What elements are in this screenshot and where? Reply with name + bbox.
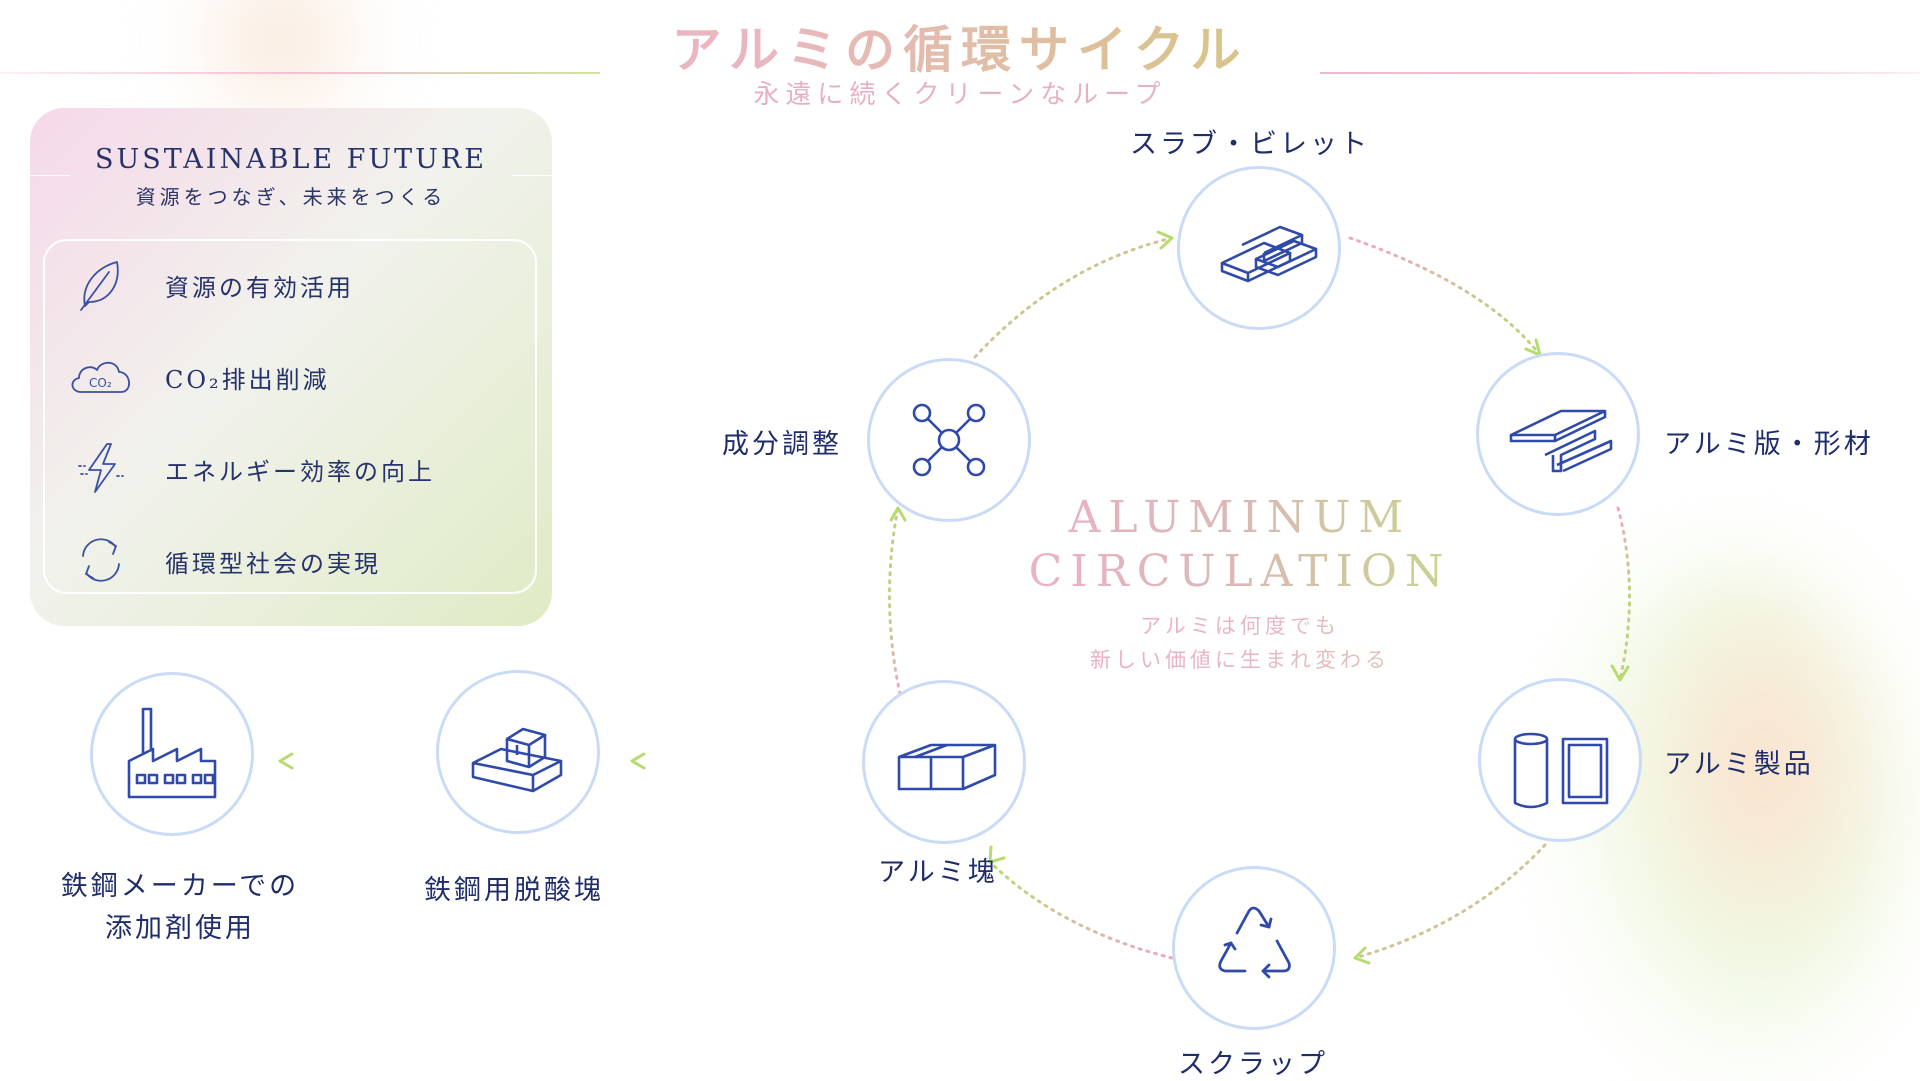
panel-subtitle: 資源をつなぎ、未来をつくる — [135, 185, 447, 209]
node-label-aluminum-ingot: アルミ塊 — [878, 857, 998, 888]
sheet-profile-icon — [1509, 409, 1613, 473]
steel-label-line2: 添加剤使用 — [105, 913, 255, 944]
lightning-icon — [73, 440, 129, 496]
recycle-icon — [1218, 906, 1291, 979]
ingot-blocks-icon — [897, 743, 997, 791]
node-label-composition-adjust: 成分調整 — [722, 429, 842, 460]
arrowhead-scrap — [1353, 946, 1371, 965]
header: アルミの循環サイクル 永遠に続くクリーンなループ — [0, 10, 1920, 120]
node-steel-maker — [90, 672, 254, 836]
sustainable-future-panel: SUSTAINABLE FUTURE 資源をつなぎ、未来をつくる 資源の有効活用… — [30, 108, 552, 626]
arrowhead-deox — [630, 752, 646, 770]
feature-item-circular: 循環型社会の実現 — [45, 524, 539, 594]
leaf-icon — [73, 256, 129, 312]
page-title: アルミの循環サイクル — [0, 10, 1920, 82]
factory-icon — [127, 707, 217, 799]
feature-item-energy: エネルギー効率の向上 — [45, 432, 539, 502]
node-composition-adjust — [867, 358, 1031, 522]
node-label-steel-maker: 鉄鋼メーカーでの 添加剤使用 — [40, 866, 320, 950]
connector-ingot-to-adjust — [888, 506, 902, 696]
recycle-arrows-icon — [73, 532, 129, 588]
node-aluminum-ingot — [862, 680, 1026, 844]
node-scrap — [1172, 866, 1336, 1030]
title-rule-left — [0, 72, 600, 74]
stacked-boxes-icon — [471, 727, 563, 793]
arrowhead-adjust — [889, 506, 907, 522]
center-caption-line1: アルミは何度でも — [960, 610, 1520, 640]
svg-text:CO₂: CO₂ — [89, 376, 112, 390]
connector-sheet-to-product — [1616, 506, 1631, 682]
connector-product-to-scrap — [1353, 843, 1547, 960]
node-label-aluminum-product: アルミ製品 — [1664, 749, 1814, 780]
feature-label: エネルギー効率の向上 — [165, 458, 435, 486]
connector-slab-to-sheet — [1348, 236, 1542, 357]
stacked-bars-icon — [1220, 225, 1318, 283]
feature-label: 循環型社会の実現 — [165, 550, 381, 578]
arrowhead-steel — [278, 752, 294, 770]
node-label-deoxidizer-block: 鉄鋼用脱酸塊 — [424, 875, 604, 906]
center-title-line2: CIRCULATION — [960, 546, 1520, 597]
co2-cloud-icon: CO₂ — [67, 348, 137, 404]
feature-label: CO₂排出削減 — [165, 366, 330, 394]
feature-list: 資源の有効活用 CO₂ CO₂排出削減 エネルギー効率の向上 — [43, 239, 537, 594]
feature-item-co2: CO₂ CO₂排出削減 — [45, 340, 539, 410]
molecule-icon — [912, 403, 986, 477]
panel-rule-left — [30, 175, 70, 176]
node-label-sheet-profile: アルミ版・形材 — [1664, 429, 1874, 460]
feature-label: 資源の有効活用 — [165, 274, 354, 302]
steel-label-line1: 鉄鋼メーカーでの — [60, 871, 300, 902]
node-label-scrap: スクラップ — [1178, 1049, 1328, 1080]
title-rule-right — [1320, 72, 1920, 74]
arrowhead-ingot — [988, 845, 1006, 864]
node-label-slab-billet: スラブ・ビレット — [1130, 129, 1370, 160]
can-panel-icon — [1513, 732, 1609, 809]
center-caption-line2: 新しい価値に生まれ変わる — [960, 644, 1520, 674]
arrowhead-product — [1610, 664, 1630, 682]
feature-item-resources: 資源の有効活用 — [45, 248, 539, 318]
connector-scrap-to-ingot — [988, 860, 1174, 960]
node-slab-billet — [1177, 166, 1341, 330]
connector-adjust-to-slab — [973, 236, 1174, 359]
arrowhead-slab — [1156, 230, 1174, 250]
page-subtitle: 永遠に続くクリーンなループ — [0, 74, 1920, 111]
node-aluminum-product — [1478, 678, 1642, 842]
node-sheet-profile — [1476, 352, 1640, 516]
panel-title: SUSTAINABLE FUTURE — [95, 144, 487, 175]
panel-rule-right — [512, 175, 552, 176]
node-deoxidizer-block — [436, 670, 600, 834]
center-title-line1: ALUMINUM — [960, 492, 1520, 543]
